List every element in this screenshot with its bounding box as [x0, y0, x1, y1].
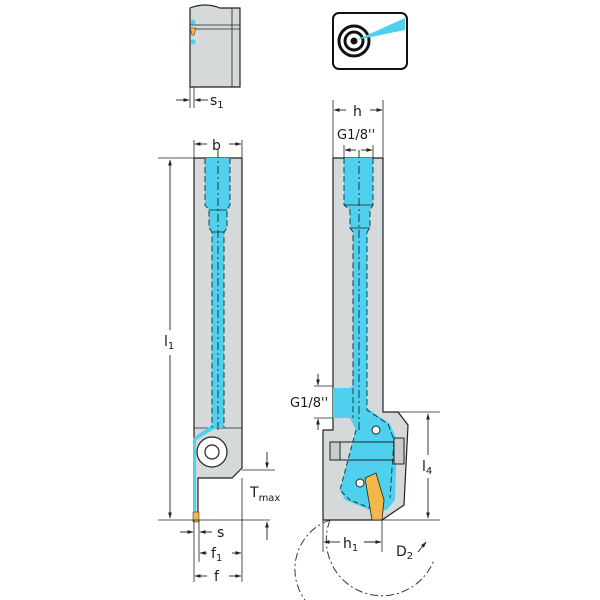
dim-s1: s1: [210, 93, 224, 111]
dim-d2: D2: [396, 544, 413, 562]
dim-thread-top: G1/8'': [337, 128, 375, 143]
dim-h1: h1: [343, 536, 358, 554]
insert-top: [189, 27, 197, 36]
dim-f1: f1: [211, 546, 222, 564]
front-view: b l1 Tmax s f1 f: [158, 138, 280, 585]
top-view: s1: [176, 4, 241, 111]
side-view: h G1/8'' G1/8'' l4 h1 D2: [290, 100, 440, 600]
dim-tmax: Tmax: [249, 485, 280, 504]
grooving-insert: [364, 472, 385, 521]
dim-b: b: [212, 138, 221, 154]
dim-h: h: [353, 104, 362, 120]
coolant-outlet-top: [190, 19, 196, 25]
dim-thread-side: G1/8'': [290, 396, 328, 411]
precision-coolant-target-icon: [332, 12, 408, 70]
dim-s: s: [217, 525, 224, 541]
dim-f: f: [214, 569, 220, 585]
dim-l1: l1: [164, 334, 174, 352]
dim-l4: l4: [422, 459, 432, 477]
coolant-outlet-bottom: [190, 39, 196, 45]
